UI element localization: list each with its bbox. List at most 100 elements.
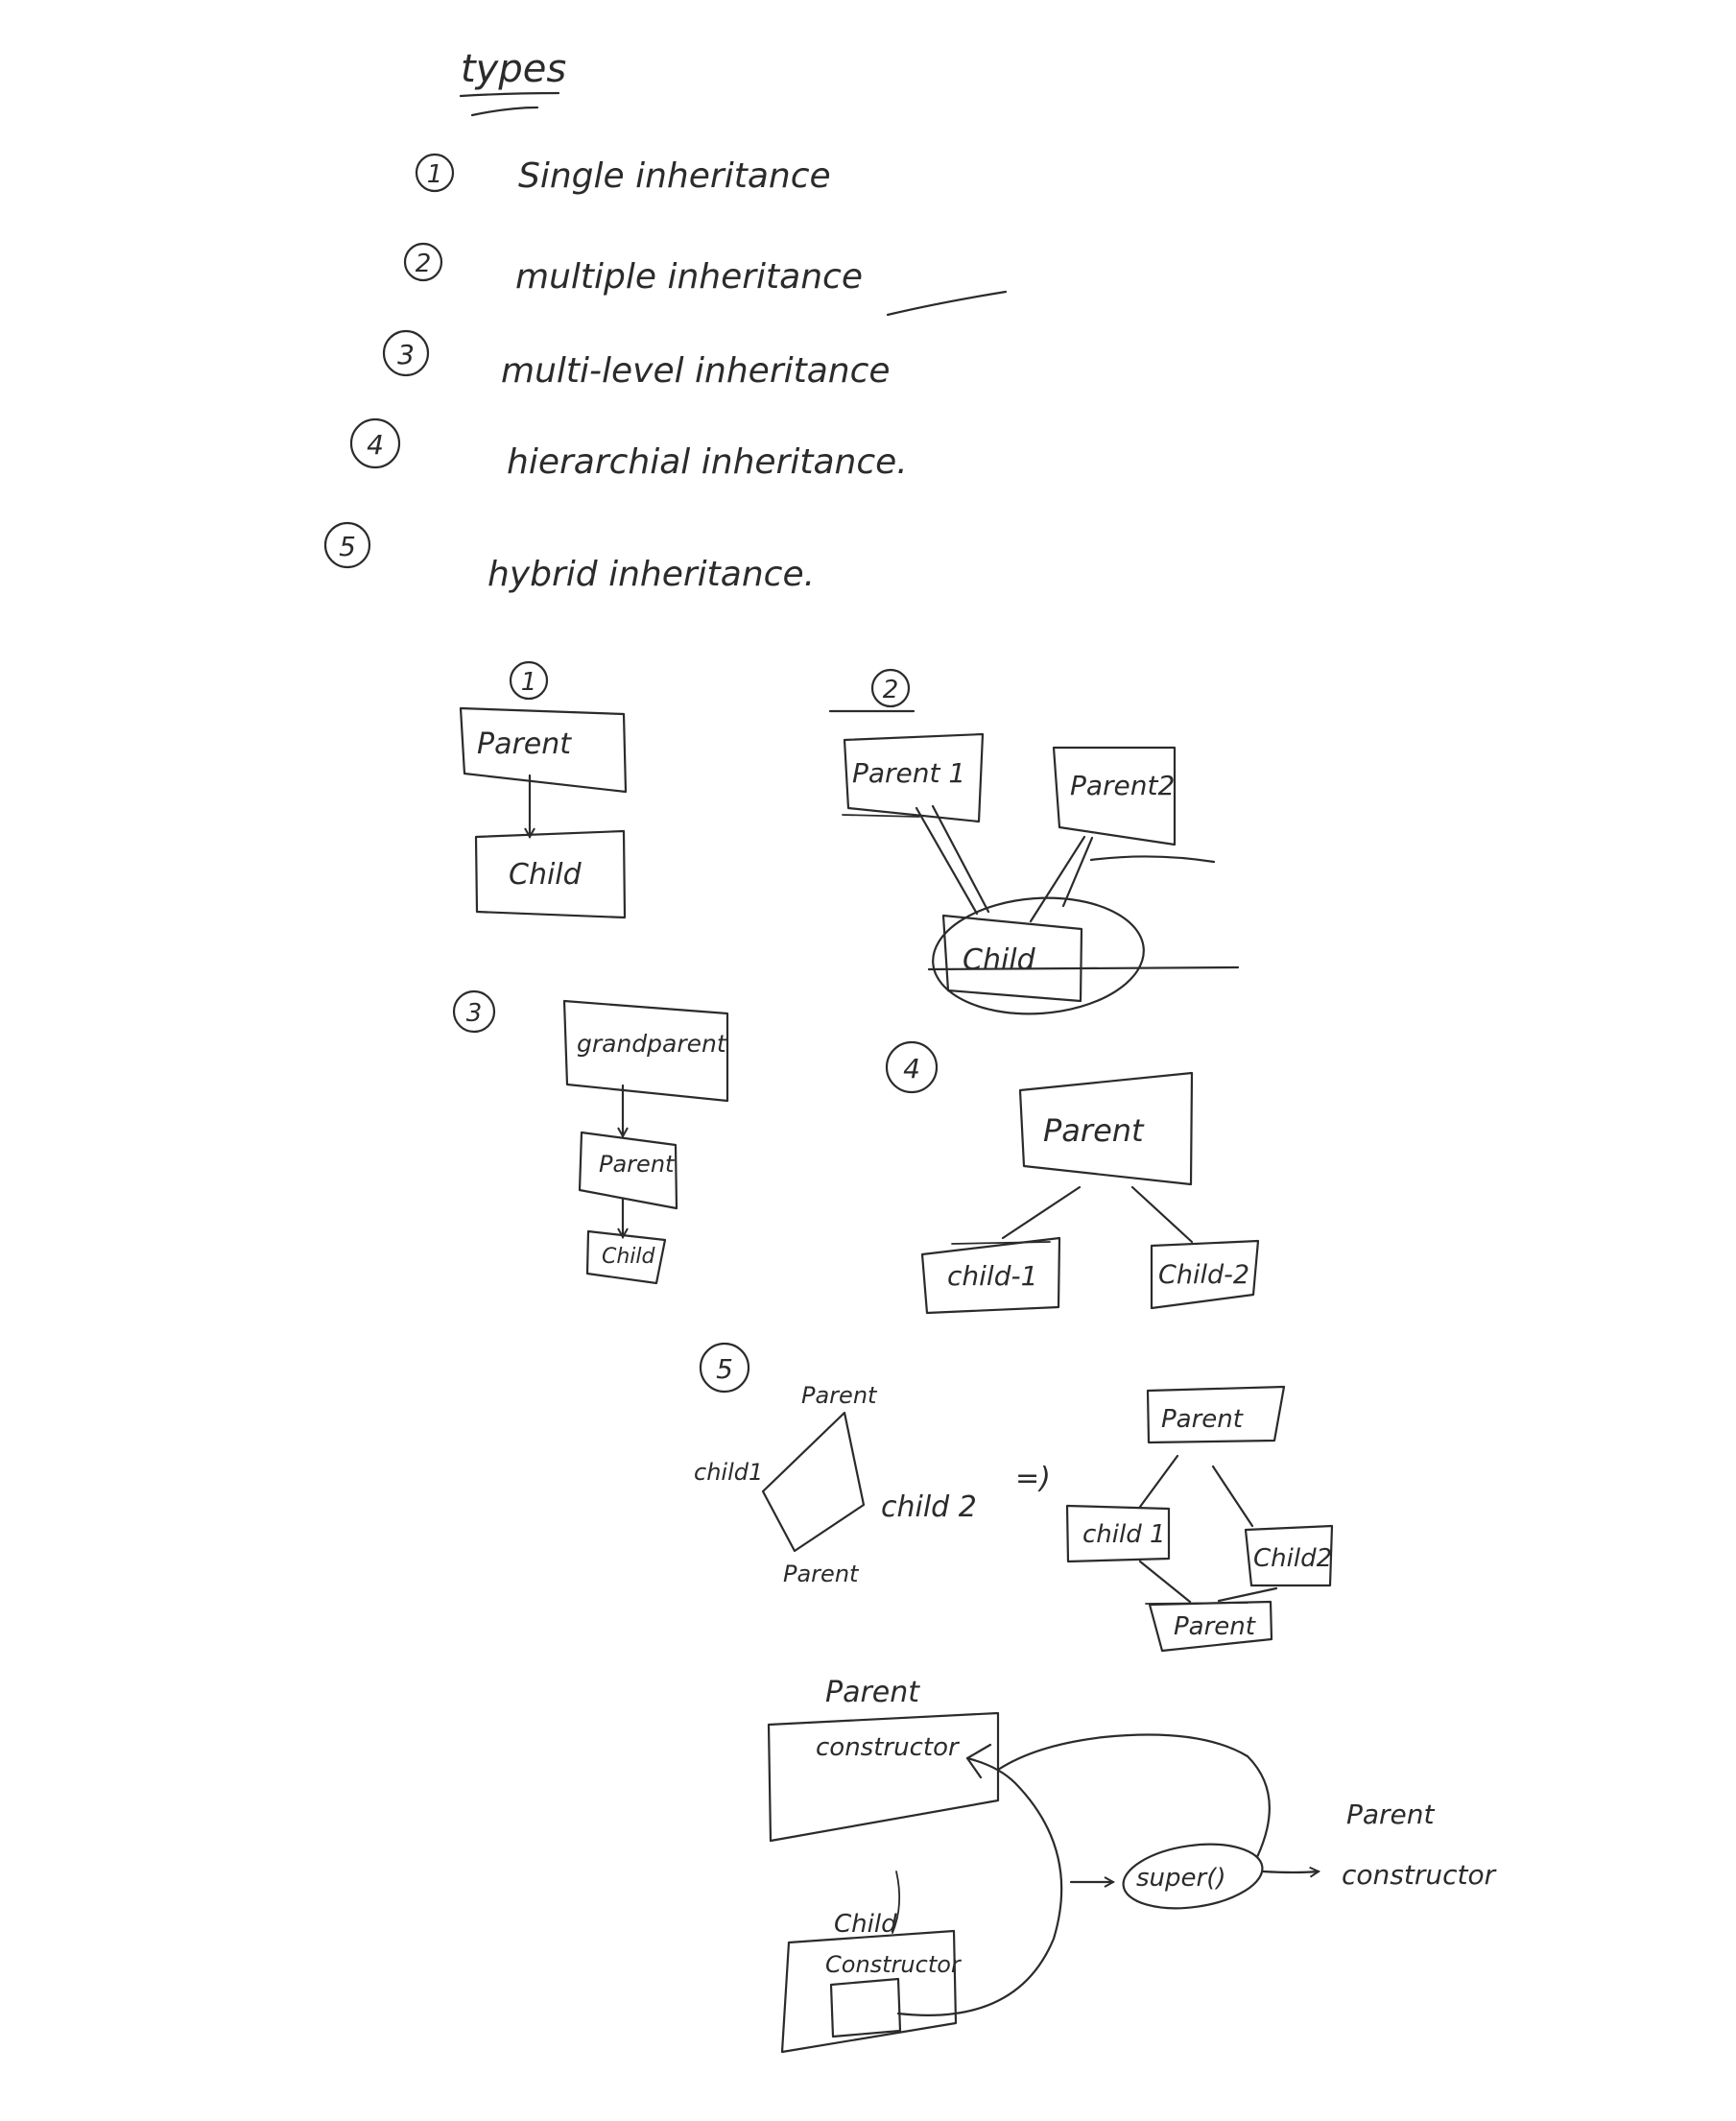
child-class-box bbox=[780, 1929, 958, 2054]
child-class-title: Child bbox=[834, 1910, 897, 1939]
diagram-number-circle bbox=[885, 1040, 939, 1094]
diamond-shape bbox=[761, 1411, 866, 1553]
child2-box bbox=[1150, 1239, 1260, 1310]
strike-line bbox=[927, 965, 1240, 971]
list-item-3: 3 multi-level inheritance bbox=[382, 329, 891, 391]
hybrid-bottom-label: Parent bbox=[1174, 1612, 1256, 1641]
diagram-number-circle bbox=[870, 668, 911, 708]
super-call-label: super() bbox=[1136, 1864, 1226, 1893]
heading-underline-1 bbox=[459, 91, 560, 98]
list-number-circle bbox=[382, 329, 430, 377]
list-number: 1 bbox=[427, 160, 443, 189]
list-checkmark bbox=[886, 290, 1008, 317]
parent-box bbox=[578, 1131, 678, 1210]
child1-box bbox=[920, 1236, 1061, 1315]
diagram-number: 4 bbox=[903, 1053, 920, 1084]
child-label: Child bbox=[963, 943, 1036, 977]
link-parent2-child-a bbox=[1029, 835, 1086, 923]
list-text: hierarchial inheritance. bbox=[507, 442, 908, 482]
child2-label: Child-2 bbox=[1158, 1260, 1249, 1290]
hybrid-parent-label: Parent bbox=[1161, 1405, 1244, 1434]
list-number: 2 bbox=[416, 250, 432, 278]
parent-constructor-label: constructor bbox=[816, 1733, 961, 1762]
types-heading: types bbox=[459, 47, 566, 117]
child-label: Child bbox=[509, 858, 583, 892]
diagram-multiple: 2 Parent 1 Parent2 Child bbox=[828, 668, 1240, 1015]
link-parent2-child-b bbox=[1061, 836, 1094, 908]
parent-box bbox=[459, 706, 628, 794]
link-parent1-child-b bbox=[931, 804, 990, 914]
list-number: 3 bbox=[397, 339, 415, 370]
parent1-label: Parent 1 bbox=[852, 757, 965, 789]
list-number-circle bbox=[349, 417, 401, 469]
result-line-2: constructor bbox=[1342, 1859, 1497, 1891]
link-child1-bottom bbox=[1138, 1560, 1192, 1604]
list-item-4: 4 hierarchial inheritance. bbox=[349, 417, 908, 482]
child1-overline bbox=[951, 1241, 1051, 1245]
flow-arrowhead-parent bbox=[965, 1743, 992, 1779]
diamond-bottom-label: Parent bbox=[783, 1561, 860, 1587]
hybrid-child1-label: child 1 bbox=[1082, 1520, 1166, 1549]
link-parent-child2 bbox=[1130, 1185, 1194, 1244]
child-box bbox=[474, 829, 627, 919]
diagram-number-circle bbox=[452, 989, 496, 1034]
list-number: 5 bbox=[339, 531, 356, 562]
diagram-number: 3 bbox=[466, 999, 483, 1028]
list-number: 4 bbox=[367, 429, 384, 461]
diamond-right-label: child 2 bbox=[881, 1490, 977, 1524]
diagram-single: 1 Parent Child bbox=[459, 660, 628, 919]
diagram-constructor: Parent constructor Child Constructor sup… bbox=[767, 1676, 1497, 2054]
parent-label: Parent bbox=[477, 727, 572, 761]
heading-underline-2 bbox=[470, 106, 539, 117]
parent-label: Parent bbox=[599, 1151, 676, 1178]
diagram-number: 5 bbox=[716, 1353, 733, 1385]
link-top-child2 bbox=[1211, 1465, 1254, 1528]
flow-super-to-parent bbox=[996, 1733, 1271, 1859]
link-top-child1 bbox=[1138, 1454, 1179, 1509]
child-box bbox=[941, 914, 1083, 1003]
arrow-to-result bbox=[1261, 1871, 1319, 1872]
parent2-tail bbox=[1089, 855, 1216, 864]
flow-to-super bbox=[896, 1756, 1063, 2016]
diamond-top-label: Parent bbox=[801, 1382, 878, 1409]
child-constructor-label: Constructor bbox=[825, 1951, 963, 1978]
diagram-number-circle bbox=[509, 660, 549, 701]
super-call-oval bbox=[1122, 1843, 1264, 1910]
bottom-box-overline bbox=[1145, 1602, 1248, 1605]
list-text: Single inheritance bbox=[518, 156, 831, 196]
child-box bbox=[585, 1229, 667, 1285]
child-title-flourish bbox=[892, 1871, 901, 1934]
hybrid-parent-box bbox=[1146, 1385, 1286, 1444]
grandparent-label: grandparent bbox=[577, 1030, 727, 1058]
link-parent1-child-a bbox=[915, 806, 979, 916]
child-label: Child bbox=[602, 1245, 656, 1269]
parent-label: Parent bbox=[1043, 1112, 1145, 1149]
parent1-box bbox=[843, 732, 985, 823]
hybrid-child2-box bbox=[1244, 1524, 1334, 1587]
list-item-1: 1 Single inheritance bbox=[415, 153, 831, 196]
list-number-circle bbox=[403, 242, 443, 282]
list-text: multi-level inheritance bbox=[501, 351, 891, 391]
child1-label: child-1 bbox=[947, 1260, 1037, 1292]
list-item-5: 5 hybrid inheritance. bbox=[323, 521, 815, 594]
list-text: multiple inheritance bbox=[515, 257, 863, 297]
child-constructor-body bbox=[829, 1977, 902, 2038]
list-number-circle bbox=[415, 153, 455, 193]
parent2-label: Parent2 bbox=[1070, 770, 1175, 801]
equivalence-arrow: =) bbox=[1015, 1462, 1051, 1495]
parent-class-box bbox=[767, 1711, 1000, 1843]
diagram-number: 1 bbox=[521, 668, 537, 697]
parent2-box bbox=[1052, 746, 1177, 846]
diagram-number-circle bbox=[699, 1342, 750, 1394]
list-text: hybrid inheritance. bbox=[488, 555, 815, 594]
diamond-left-label: child1 bbox=[694, 1459, 763, 1486]
parent1-underline bbox=[842, 814, 920, 818]
list-item-2: 2 multiple inheritance bbox=[403, 242, 1008, 317]
diagram-hierarchical: 4 Parent child-1 Child-2 bbox=[885, 1040, 1260, 1315]
ambiguity-circle bbox=[932, 896, 1145, 1015]
parent-box bbox=[1018, 1071, 1194, 1186]
result-line-1: Parent bbox=[1346, 1799, 1436, 1830]
hybrid-child1-box bbox=[1065, 1504, 1171, 1563]
diagram-number: 2 bbox=[883, 676, 899, 704]
